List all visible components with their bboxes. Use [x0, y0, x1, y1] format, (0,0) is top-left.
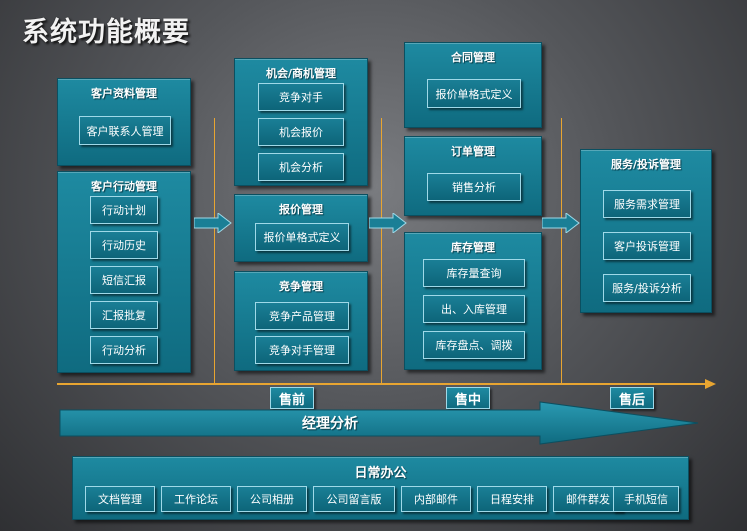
panel-title: 订单管理	[451, 145, 495, 158]
item-guestbook[interactable]: 公司留言版	[313, 486, 395, 512]
item-action-plan[interactable]: 行动计划	[90, 196, 158, 224]
item-customer-contact[interactable]: 客户联系人管理	[79, 116, 171, 145]
item-action-analysis[interactable]: 行动分析	[90, 336, 158, 364]
panel-order: 订单管理 销售分析	[404, 136, 542, 216]
panel-title: 库存管理	[451, 241, 495, 254]
stage-presale: 售前	[270, 387, 314, 409]
item-mass-mail[interactable]: 邮件群发	[553, 486, 623, 512]
item-competitor[interactable]: 竞争对手	[258, 83, 344, 111]
item-action-history[interactable]: 行动历史	[90, 231, 158, 259]
panel-title: 服务/投诉管理	[610, 158, 682, 171]
panel-title: 客户资料管理	[91, 87, 157, 100]
item-stock-in-out[interactable]: 出、入库管理	[423, 295, 525, 323]
timeline-arrow-icon	[705, 379, 716, 389]
item-stock-check[interactable]: 库存盘点、调拨	[423, 331, 525, 359]
item-internal-mail[interactable]: 内部邮件	[401, 486, 471, 512]
item-service-analysis[interactable]: 服务/投诉分析	[603, 274, 691, 302]
stage-divider	[381, 118, 382, 384]
flow-arrow-icon	[369, 213, 407, 233]
panel-title: 报价管理	[279, 203, 323, 216]
panel-title: 合同管理	[451, 51, 495, 64]
item-quote-format[interactable]: 报价单格式定义	[255, 223, 349, 251]
stage-aftersale: 售后	[610, 387, 654, 409]
panel-title: 日常办公	[354, 466, 407, 481]
panel-customer-action: 客户行动管理 行动计划 行动历史 短信汇报 汇报批复 行动分析	[57, 171, 191, 373]
panel-opportunity: 机会/商机管理 竞争对手 机会报价 机会分析	[234, 58, 368, 186]
item-sms[interactable]: 手机短信	[613, 486, 679, 512]
manager-analysis-label: 经理分析	[302, 416, 358, 432]
item-service-request[interactable]: 服务需求管理	[603, 190, 691, 218]
item-competing-product[interactable]: 竞争产品管理	[255, 302, 349, 330]
item-album[interactable]: 公司相册	[237, 486, 307, 512]
item-report-reply[interactable]: 汇报批复	[90, 301, 158, 329]
panel-office: 日常办公 文档管理 工作论坛 公司相册 公司留言版 内部邮件 日程安排 邮件群发…	[72, 456, 689, 520]
panel-quote: 报价管理 报价单格式定义	[234, 194, 368, 262]
panel-customer-info: 客户资料管理 客户联系人管理	[57, 78, 191, 166]
item-competitor-management[interactable]: 竞争对手管理	[255, 336, 349, 364]
item-customer-complaint[interactable]: 客户投诉管理	[603, 232, 691, 260]
panel-inventory: 库存管理 库存量查询 出、入库管理 库存盘点、调拨	[404, 232, 542, 370]
panel-title: 竞争管理	[279, 280, 323, 293]
item-sms-report[interactable]: 短信汇报	[90, 266, 158, 294]
item-forum[interactable]: 工作论坛	[161, 486, 231, 512]
stage-divider	[214, 118, 215, 384]
item-contract-quote-format[interactable]: 报价单格式定义	[427, 79, 521, 108]
stage-divider	[561, 118, 562, 384]
flow-arrow-icon	[194, 213, 232, 233]
panel-title: 机会/商机管理	[265, 67, 337, 80]
panel-service: 服务/投诉管理 服务需求管理 客户投诉管理 服务/投诉分析	[580, 149, 712, 313]
item-opportunity-quote[interactable]: 机会报价	[258, 118, 344, 146]
item-stock-query[interactable]: 库存量查询	[423, 259, 525, 287]
stage-insale: 售中	[446, 387, 490, 409]
big-arrow-icon	[59, 401, 699, 445]
item-schedule[interactable]: 日程安排	[477, 486, 547, 512]
panel-competition: 竞争管理 竞争产品管理 竞争对手管理	[234, 271, 368, 371]
page-title: 系统功能概要	[22, 17, 190, 48]
flow-arrow-icon	[542, 213, 580, 233]
timeline-axis	[57, 383, 707, 385]
panel-title: 客户行动管理	[91, 180, 157, 193]
item-document[interactable]: 文档管理	[85, 486, 155, 512]
item-sales-analysis[interactable]: 销售分析	[427, 173, 521, 201]
panel-contract: 合同管理 报价单格式定义	[404, 42, 542, 128]
item-opportunity-analysis[interactable]: 机会分析	[258, 153, 344, 181]
